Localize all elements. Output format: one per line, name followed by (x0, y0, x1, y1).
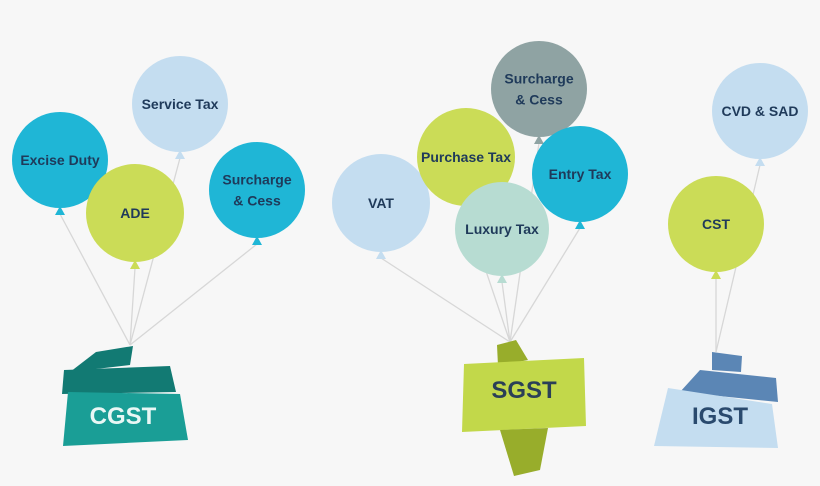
balloon-body (455, 182, 549, 276)
banner-panel (500, 428, 548, 476)
balloon-string (380, 257, 511, 343)
balloon-label: VAT (368, 195, 394, 211)
balloon-sgst-3: Entry Tax (532, 126, 628, 229)
banner-fold (497, 340, 528, 366)
balloon-label: Luxury Tax (465, 221, 539, 237)
balloon-label: Entry Tax (549, 166, 612, 182)
banner-fold (712, 352, 742, 372)
balloon-label: Surcharge (504, 71, 573, 87)
banner-label-cgst: CGST (90, 403, 157, 430)
balloon-label: Excise Duty (20, 152, 100, 168)
balloon-body (12, 112, 108, 208)
balloon-label: Service Tax (142, 96, 219, 112)
balloon-string (509, 227, 581, 343)
balloon-knot (534, 135, 544, 144)
balloon-body (417, 108, 515, 206)
banners-layer: CGST SGST IGST (62, 340, 778, 476)
balloon-knot (55, 206, 65, 215)
balloon-knot (252, 236, 262, 245)
balloon-cgst-1: Service Tax (132, 56, 228, 159)
banner-sgst: SGST (462, 340, 586, 476)
balloon-knot (376, 250, 386, 259)
banner-ribbon (62, 366, 176, 394)
banner-label-igst: IGST (692, 403, 748, 430)
balloon-body (132, 56, 228, 152)
balloon-knot (711, 270, 721, 279)
balloon-sgst-0: VAT (332, 154, 430, 259)
banner-cgst: CGST (62, 346, 188, 446)
balloon-body (491, 41, 587, 137)
balloon-body (332, 154, 430, 252)
balloon-cgst-0: Excise Duty (12, 112, 108, 215)
balloon-string (501, 281, 511, 343)
balloon-body (712, 63, 808, 159)
balloon-knot (175, 150, 185, 159)
balloon-igst-1: CST (668, 176, 764, 279)
balloon-string (59, 213, 131, 346)
balloon-igst-0: CVD & SAD (712, 63, 808, 166)
balloon-knot (755, 157, 765, 166)
balloon-cgst-3: Surcharge & Cess (209, 142, 305, 245)
balloon-label: CST (702, 216, 730, 232)
balloon-knot (575, 220, 585, 229)
balloon-label: ADE (120, 205, 150, 221)
banner-igst: IGST (654, 352, 778, 448)
balloon-string (129, 243, 258, 346)
banner-panel (654, 388, 778, 448)
balloon-body (86, 164, 184, 262)
balloon-sgst-4: Luxury Tax (455, 182, 549, 283)
balloon-knot (130, 260, 140, 269)
balloon-label: & Cess (515, 92, 563, 108)
balloon-sgst-2: Surcharge & Cess (491, 41, 587, 144)
balloon-label: CVD & SAD (721, 103, 798, 119)
balloon-knot (497, 274, 507, 283)
banner-fold (70, 346, 133, 372)
balloon-string (129, 267, 136, 346)
balloon-body (209, 142, 305, 238)
balloon-cgst-2: ADE (86, 164, 184, 269)
balloon-body (668, 176, 764, 272)
banner-ribbon (462, 358, 586, 432)
balloon-label: & Cess (233, 193, 281, 209)
banner-label-sgst: SGST (491, 377, 557, 404)
balloon-label: Purchase Tax (421, 149, 511, 165)
balloon-label: Surcharge (222, 172, 291, 188)
balloon-body (532, 126, 628, 222)
banner-panel (63, 392, 188, 446)
